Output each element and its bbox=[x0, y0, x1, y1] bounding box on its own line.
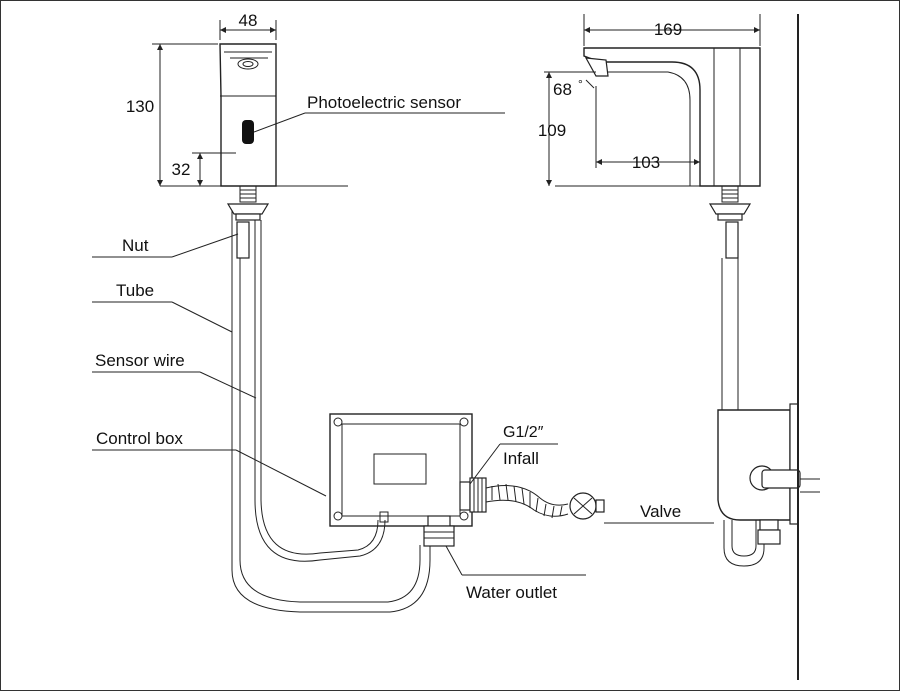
spout-tip bbox=[584, 57, 609, 77]
front-view-faucet bbox=[160, 43, 431, 613]
dim-height-side: 109 bbox=[538, 121, 566, 140]
label-nut: Nut bbox=[122, 236, 149, 255]
labels: Photoelectric sensor Nut Tube Sensor wir… bbox=[92, 93, 714, 602]
control-box-side bbox=[717, 409, 791, 521]
sensor-wire-loop bbox=[254, 499, 386, 562]
dim-width-top: 48 bbox=[239, 11, 258, 30]
nut-front bbox=[236, 221, 250, 259]
side-view-faucet bbox=[555, 14, 820, 680]
dim-spout-angle: 68 bbox=[553, 80, 572, 99]
label-tube: Tube bbox=[116, 281, 154, 300]
dim-sensor-height: 32 bbox=[172, 160, 191, 179]
aerator-front bbox=[237, 58, 259, 70]
control-box-panel bbox=[373, 453, 427, 485]
hose-valve bbox=[485, 483, 605, 520]
label-infall: Infall bbox=[503, 449, 539, 468]
dim-spout-degree: ° bbox=[578, 77, 583, 91]
label-water-outlet: Water outlet bbox=[466, 583, 557, 602]
washer-front bbox=[226, 203, 270, 215]
label-valve: Valve bbox=[640, 502, 681, 521]
label-sensor-wire: Sensor wire bbox=[95, 351, 185, 370]
faucet-body-side bbox=[583, 47, 761, 187]
dim-height-total: 130 bbox=[126, 97, 154, 116]
label-photoelectric-sensor: Photoelectric sensor bbox=[307, 93, 461, 112]
label-thread-size: G1/2″ bbox=[503, 424, 544, 441]
faucet-body-front bbox=[219, 43, 277, 187]
control-box bbox=[329, 413, 487, 547]
dim-depth-top: 169 bbox=[654, 20, 682, 39]
control-box-outer bbox=[329, 413, 473, 527]
nut-side bbox=[725, 221, 739, 259]
dim-spout-reach: 103 bbox=[632, 153, 660, 172]
front-dimensions: 48 130 32 bbox=[126, 11, 277, 186]
label-control-box: Control box bbox=[96, 429, 183, 448]
tube-loop bbox=[231, 545, 431, 613]
sensor-window bbox=[242, 120, 254, 144]
side-dimensions: 169 109 68 ° 103 bbox=[538, 14, 761, 186]
